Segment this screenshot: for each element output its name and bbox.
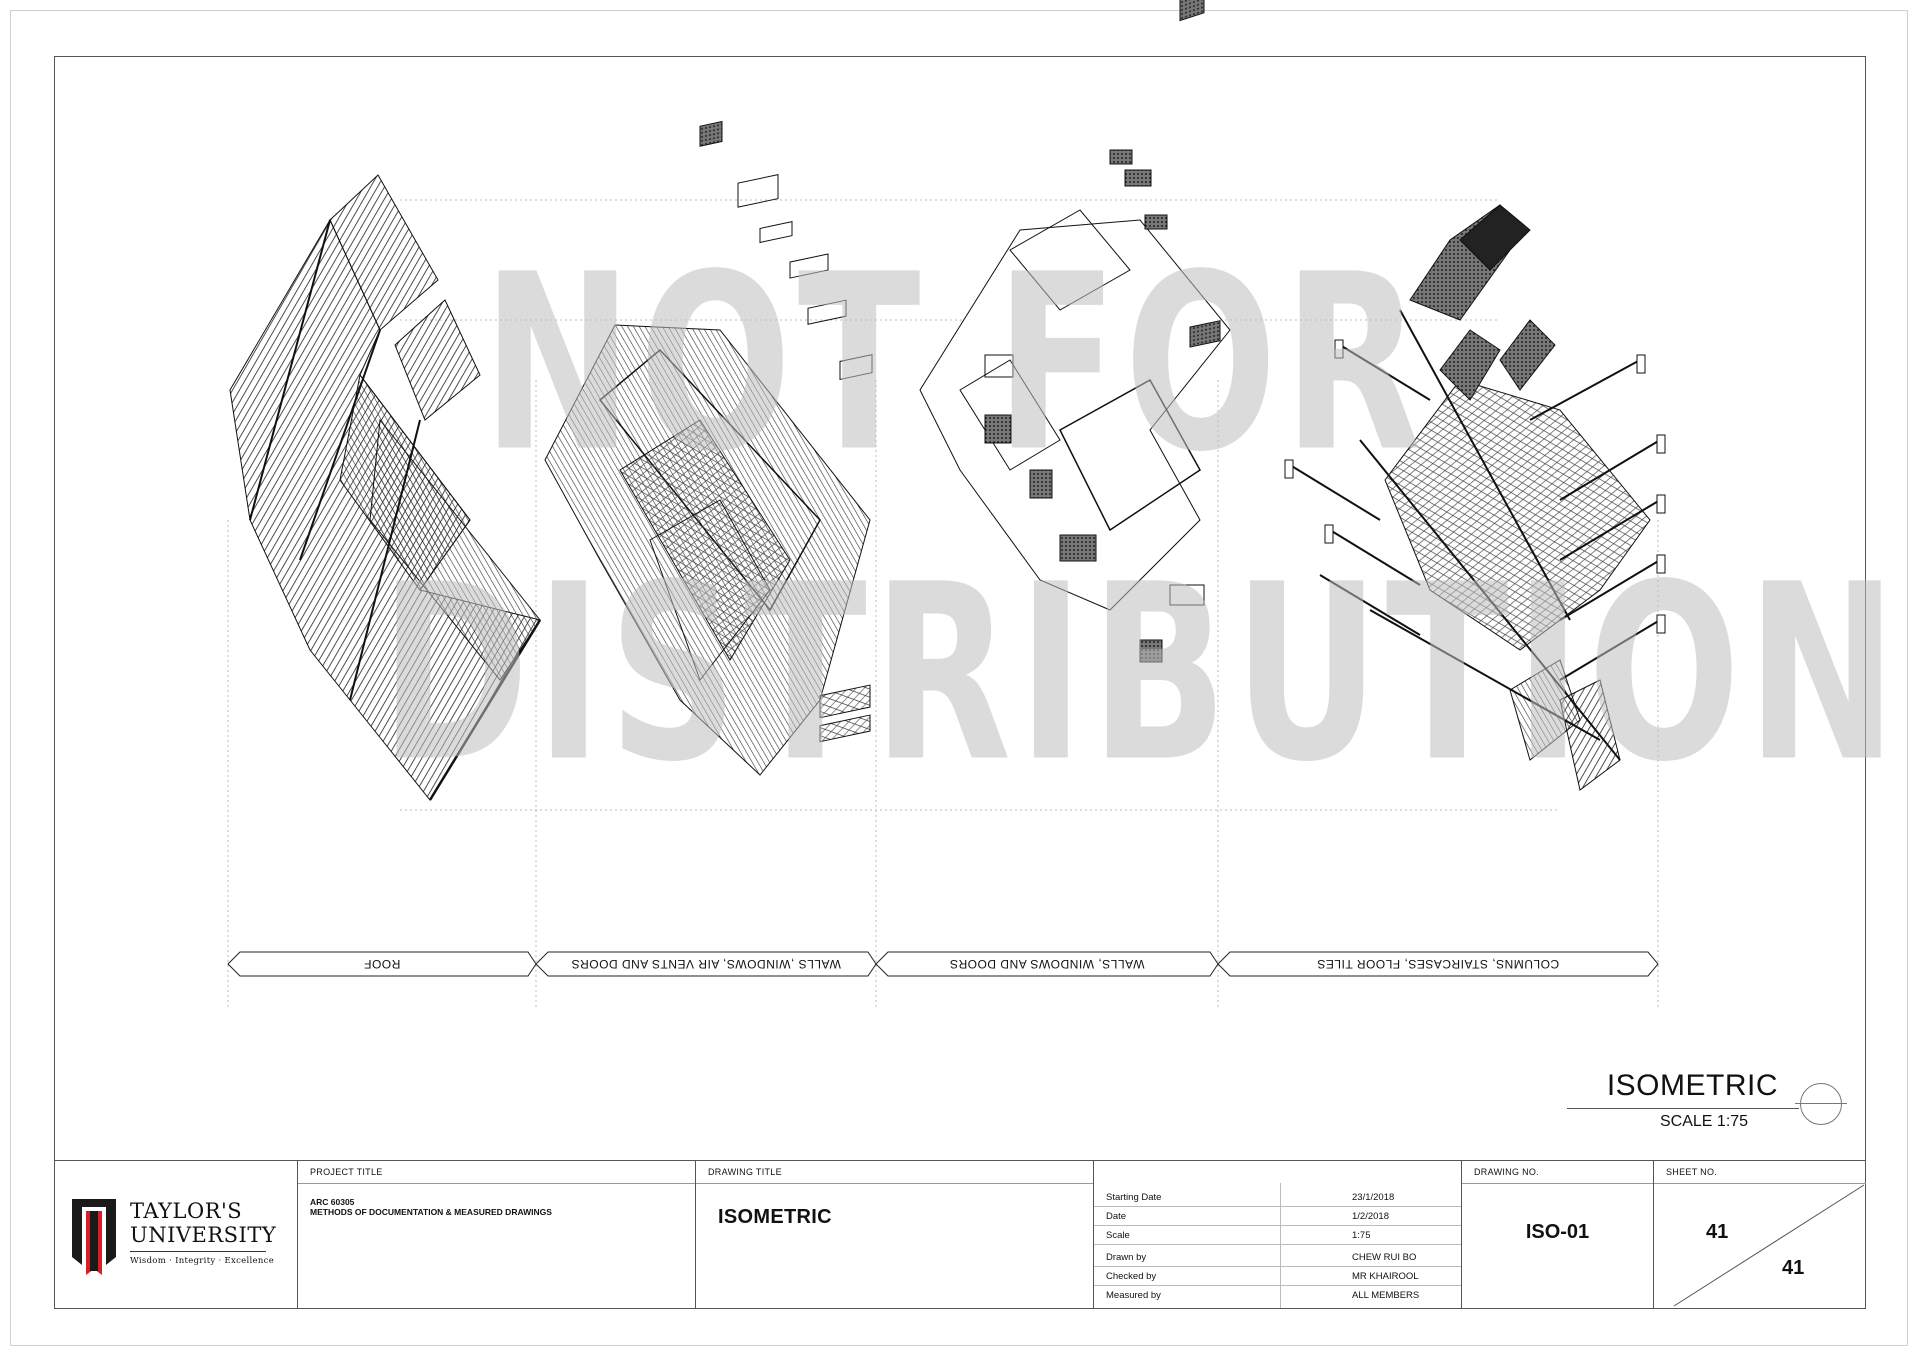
info-cell: Starting Date 23/1/2018 Date 1/2/2018 Sc…	[1094, 1161, 1462, 1308]
drawing-label-title: ISOMETRIC	[1606, 1069, 1778, 1102]
info-row-measured-by: Measured by ALL MEMBERS	[1094, 1287, 1461, 1305]
info-value: 1:75	[1352, 1230, 1371, 1241]
sheet-border	[54, 56, 1866, 1309]
info-row-date: Date 1/2/2018	[1094, 1208, 1461, 1226]
label-columns-staircases-tiles: COLUMNS, STAIRCASES, FLOOR TILES	[1316, 957, 1560, 971]
info-key: Checked by	[1106, 1271, 1157, 1282]
info-row-scale: Scale 1:75	[1094, 1227, 1461, 1245]
sheet-no-cell: SHEET NO. 41 41	[1654, 1161, 1866, 1308]
sheet-no-diagonal	[1673, 1184, 1865, 1307]
label-banner-columns	[1217, 951, 1659, 977]
info-value: 1/2/2018	[1352, 1211, 1389, 1222]
drawing-title: ISOMETRIC	[718, 1206, 832, 1228]
info-row-drawn-by: Drawn by CHEW RUI BO	[1094, 1249, 1461, 1267]
info-value: MR KHAIROOL	[1352, 1271, 1419, 1282]
project-name: METHODS OF DOCUMENTATION & MEASURED DRAW…	[310, 1207, 552, 1217]
component-labels-row: ROOF WALLS ,WINDOWS, AIR VENTS AND DOORS…	[228, 950, 1658, 978]
info-key: Drawn by	[1106, 1252, 1147, 1263]
drawing-no-cell: DRAWING NO. ISO-01	[1462, 1161, 1654, 1308]
drawing-label-underline	[1567, 1108, 1799, 1109]
info-key: Measured by	[1106, 1290, 1161, 1301]
drawing-title-cell: DRAWING TITLE ISOMETRIC	[696, 1161, 1094, 1308]
walls-windows-doors-component	[919, 0, 1231, 663]
project-code: ARC 60305	[310, 1197, 355, 1207]
title-block: TAYLOR'S UNIVERSITY Wisdom · Integrity ·…	[54, 1160, 1866, 1309]
project-title-cell: PROJECT TITLE ARC 60305 METHODS OF DOCUM…	[298, 1161, 696, 1308]
logo-name-line-2: UNIVERSITY	[130, 1223, 277, 1247]
roof-component	[229, 174, 542, 801]
project-title-divider	[298, 1183, 695, 1184]
logo-motto: Wisdom · Integrity · Excellence	[130, 1256, 275, 1266]
drawing-label-scale: SCALE 1:75	[1660, 1113, 1749, 1130]
logo-divider	[130, 1251, 266, 1252]
info-value: CHEW RUI BO	[1352, 1252, 1417, 1263]
sheet-total: 41	[1782, 1257, 1805, 1279]
logo-name-line-1: TAYLOR'S	[130, 1199, 243, 1223]
section-marker-icon	[1795, 1083, 1847, 1125]
info-value: 23/1/2018	[1352, 1192, 1395, 1203]
sheet-no-caption: SHEET NO.	[1666, 1167, 1718, 1177]
drawing-title-caption: DRAWING TITLE	[708, 1167, 782, 1177]
university-logo: TAYLOR'S UNIVERSITY Wisdom · Integrity ·…	[72, 1199, 276, 1279]
drawing-no-caption: DRAWING NO.	[1474, 1167, 1539, 1177]
logo-cell: TAYLOR'S UNIVERSITY Wisdom · Integrity ·…	[54, 1161, 298, 1308]
construction-guides	[227, 199, 1659, 1010]
project-title-caption: PROJECT TITLE	[310, 1167, 383, 1177]
info-column-divider	[1280, 1183, 1281, 1308]
label-walls-windows-doors: WALLS, WINDOWS AND DOORS	[949, 957, 1145, 971]
university-crest-icon	[72, 1199, 116, 1275]
info-key: Date	[1106, 1211, 1127, 1222]
drawing-label: ISOMETRIC SCALE 1:75	[1560, 1065, 1850, 1135]
info-row-starting-date: Starting Date 23/1/2018	[1094, 1189, 1461, 1207]
sheet-number: 41	[1706, 1221, 1729, 1243]
info-key: Starting Date	[1106, 1192, 1162, 1203]
label-walls-windows-vents-doors: WALLS ,WINDOWS, AIR VENTS AND DOORS	[571, 957, 841, 971]
info-key: Scale	[1106, 1230, 1130, 1241]
walls-windows-vents-doors-component	[544, 120, 873, 776]
columns-staircases-tiles-component	[1284, 204, 1666, 791]
page-frame	[10, 10, 1908, 1346]
drawing-title-divider	[696, 1183, 1093, 1184]
drawing-no: ISO-01	[1525, 1221, 1590, 1243]
info-value: ALL MEMBERS	[1352, 1290, 1420, 1301]
label-roof: ROOF	[363, 957, 401, 971]
sheet-no-divider	[1654, 1183, 1866, 1184]
info-row-checked-by: Checked by MR KHAIROOL	[1094, 1268, 1461, 1286]
drawing-no-divider	[1462, 1183, 1653, 1184]
